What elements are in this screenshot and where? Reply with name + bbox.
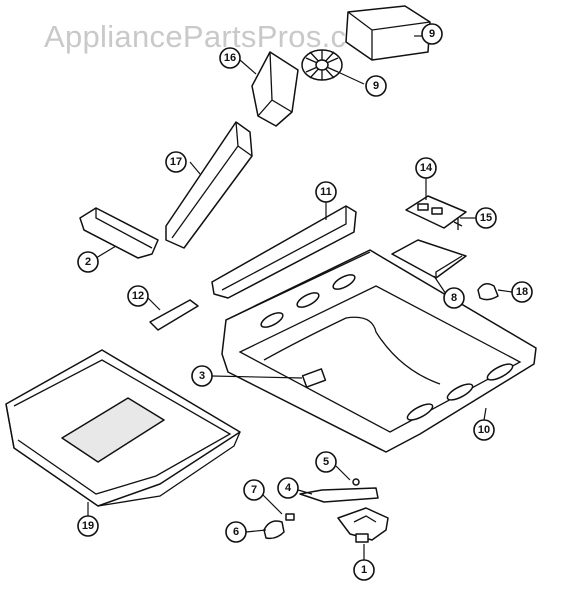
svg-text:6: 6 [233, 526, 239, 538]
knob-6-part [263, 520, 285, 540]
svg-text:10: 10 [478, 424, 490, 436]
callout-18: 18 [511, 281, 533, 303]
strip-12-part [149, 299, 199, 331]
svg-text:15: 15 [480, 212, 492, 224]
svg-text:11: 11 [320, 186, 332, 198]
callout-9: 9 [365, 75, 387, 97]
svg-text:12: 12 [132, 290, 144, 302]
svg-text:2: 2 [85, 256, 91, 268]
svg-text:14: 14 [420, 162, 433, 174]
screw-15-part [453, 218, 463, 230]
svg-text:3: 3 [199, 370, 205, 382]
svg-text:18: 18 [516, 286, 528, 298]
fan-wheel-part [301, 49, 343, 81]
svg-text:19: 19 [82, 520, 94, 532]
rail-11-part [211, 205, 357, 299]
callout-16: 16 [219, 47, 241, 69]
switch-assembly-1-part [337, 507, 389, 543]
callout-12: 12 [127, 285, 149, 307]
callout-7: 7 [243, 479, 265, 501]
svg-text:5: 5 [323, 456, 329, 468]
callout-14: 14 [415, 157, 437, 179]
base-pan-10-part [221, 249, 537, 453]
tray-19-part [5, 349, 241, 507]
screw-5-part [352, 478, 360, 486]
svg-text:7: 7 [251, 484, 257, 496]
svg-text:1: 1 [361, 564, 367, 576]
callout-6: 6 [225, 521, 247, 543]
callout-15: 15 [475, 207, 497, 229]
channel-17-part [165, 121, 253, 249]
callout-19: 19 [77, 515, 99, 537]
svg-text:9: 9 [429, 28, 435, 40]
callout-2: 2 [77, 251, 99, 273]
blower-housing-part [345, 5, 431, 61]
bracket-16-part [251, 51, 299, 127]
callout-3: 3 [191, 365, 213, 387]
callout-4: 4 [277, 477, 299, 499]
plate-8-part [391, 239, 467, 279]
callout-11: 11 [315, 181, 337, 203]
leader-lines [87, 35, 513, 560]
cap-18-part [477, 283, 499, 301]
svg-text:16: 16 [224, 52, 236, 64]
lever-4-part [299, 487, 379, 503]
svg-text:9: 9 [373, 80, 379, 92]
callout-17: 17 [165, 151, 187, 173]
svg-text:4: 4 [285, 482, 292, 494]
board-14-part [405, 195, 467, 229]
callout-10: 10 [473, 419, 495, 441]
bracket-2-part [79, 207, 159, 259]
clip-7-part [285, 513, 295, 521]
callout-5: 5 [315, 451, 337, 473]
callout-8: 8 [443, 287, 465, 309]
watermark-text: AppliancePartsPros.com [44, 19, 390, 54]
svg-text:17: 17 [170, 156, 182, 168]
svg-text:8: 8 [451, 292, 457, 304]
callout-1: 1 [353, 559, 375, 581]
callout-9-top: 9 [421, 23, 443, 45]
